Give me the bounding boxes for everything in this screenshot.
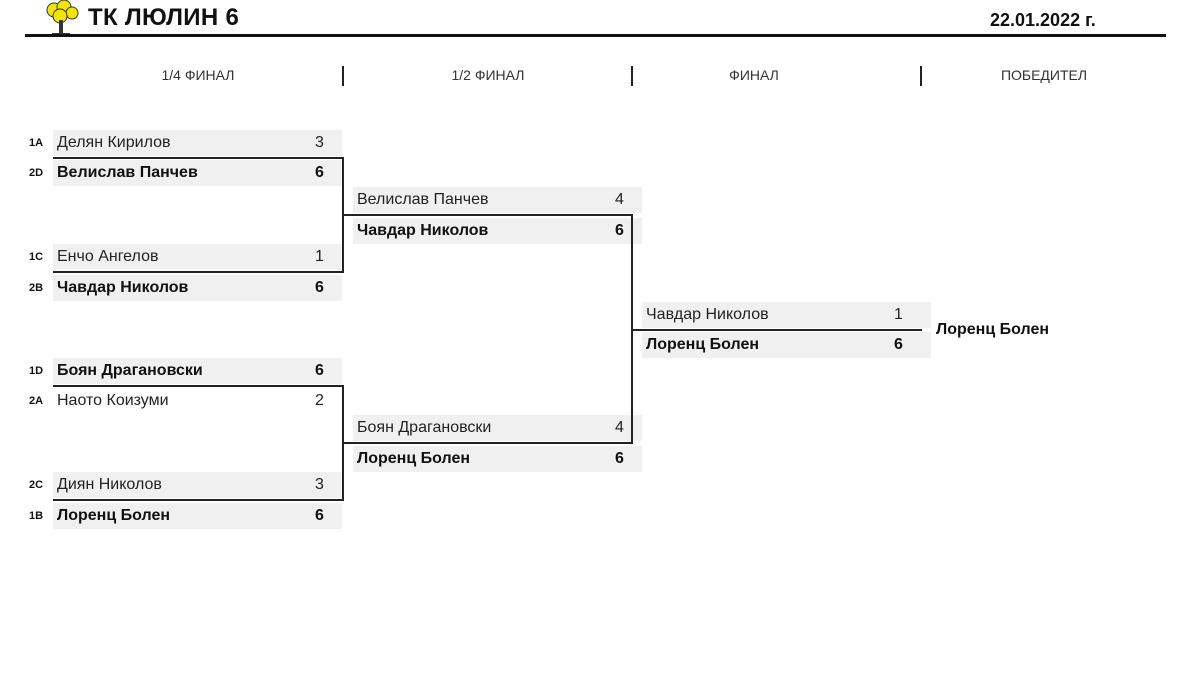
round-separator bbox=[342, 66, 344, 86]
round-label-final: ФИНАЛ bbox=[729, 67, 779, 83]
player-score: 2 bbox=[315, 392, 324, 409]
player-name: Боян Драгановски bbox=[357, 419, 492, 436]
round-separator bbox=[920, 66, 922, 86]
quarterfinal-entry: 2A Наото Коизуми 2 bbox=[29, 388, 342, 414]
player-name: Велислав Панчев bbox=[357, 191, 489, 208]
bracket-connector bbox=[342, 385, 344, 501]
player-score: 6 bbox=[315, 279, 324, 296]
player-score: 6 bbox=[315, 164, 324, 181]
tournament-date: 22.01.2022 г. bbox=[990, 10, 1096, 30]
player-score: 4 bbox=[615, 419, 624, 436]
seed-label: 1C bbox=[29, 251, 44, 263]
bracket-connector bbox=[344, 442, 633, 444]
semifinal-entry: Лоренц Болен 6 bbox=[353, 446, 642, 472]
bracket-connector bbox=[53, 271, 344, 273]
semifinal-entry: Боян Драгановски 4 bbox=[353, 415, 642, 441]
round-label-winner: ПОБЕДИТЕЛ bbox=[1000, 67, 1088, 83]
page-title: ТК ЛЮЛИН 6 bbox=[88, 4, 240, 31]
player-name: Лоренц Болен bbox=[57, 507, 171, 524]
seed-label: 1B bbox=[29, 510, 44, 522]
player-name: Лоренц Болен bbox=[646, 336, 760, 353]
player-score: 6 bbox=[315, 362, 324, 379]
bracket-connector bbox=[53, 157, 344, 159]
player-name: Чавдар Николов bbox=[57, 279, 189, 296]
quarterfinal-entry: 2C Диян Николов 3 bbox=[29, 472, 342, 498]
player-score: 6 bbox=[315, 507, 324, 524]
bracket-connector bbox=[53, 499, 344, 501]
round-separator bbox=[631, 66, 633, 86]
final-entry: Лоренц Болен 6 bbox=[642, 332, 931, 358]
quarterfinal-entry: 2B Чавдар Николов 6 bbox=[29, 275, 342, 301]
player-score: 1 bbox=[315, 248, 324, 265]
champion-name: Лоренц Болен bbox=[936, 321, 1050, 338]
player-score: 6 bbox=[894, 336, 903, 353]
quarterfinal-entry: 1D Боян Драгановски 6 bbox=[29, 358, 342, 384]
bracket-connector bbox=[342, 157, 344, 273]
round-label-quarterfinal: 1/4 ФИНАЛ bbox=[161, 67, 235, 83]
seed-label: 1D bbox=[29, 365, 44, 377]
bracket-connector bbox=[631, 214, 633, 444]
round-label-semifinal: 1/2 ФИНАЛ bbox=[451, 67, 525, 83]
player-name: Чавдар Николов bbox=[357, 222, 489, 239]
player-score: 4 bbox=[615, 191, 624, 208]
seed-label: 1A bbox=[29, 137, 44, 149]
player-score: 6 bbox=[615, 222, 624, 239]
semifinal-entry: Велислав Панчев 4 bbox=[353, 187, 642, 213]
bracket-connector bbox=[633, 329, 922, 331]
player-score: 6 bbox=[615, 450, 624, 467]
player-name: Чавдар Николов bbox=[646, 306, 769, 323]
player-name: Велислав Панчев bbox=[57, 164, 198, 181]
player-score: 1 bbox=[894, 306, 903, 323]
bracket-connector bbox=[344, 214, 633, 216]
bracket-connector bbox=[53, 385, 344, 387]
player-name: Енчо Ангелов bbox=[57, 248, 159, 265]
player-name: Делян Кирилов bbox=[57, 134, 171, 151]
seed-label: 2C bbox=[29, 479, 44, 491]
quarterfinal-entry: 1B Лоренц Болен 6 bbox=[29, 503, 342, 529]
player-name: Боян Драгановски bbox=[57, 362, 203, 379]
player-score: 3 bbox=[315, 476, 324, 493]
seed-label: 2A bbox=[29, 395, 44, 407]
tree-logo-icon bbox=[42, 0, 82, 36]
player-score: 3 bbox=[315, 134, 324, 151]
quarterfinal-entry: 1A Делян Кирилов 3 bbox=[29, 130, 342, 156]
player-name: Лоренц Болен bbox=[357, 450, 471, 467]
quarterfinal-entry: 1C Енчо Ангелов 1 bbox=[29, 244, 342, 270]
final-entry: Чавдар Николов 1 bbox=[642, 302, 931, 328]
player-name: Наото Коизуми bbox=[57, 392, 169, 409]
seed-label: 2D bbox=[29, 167, 44, 179]
semifinal-entry: Чавдар Николов 6 bbox=[353, 218, 642, 244]
player-name: Диян Николов bbox=[57, 476, 162, 493]
header-divider bbox=[25, 34, 1166, 37]
seed-label: 2B bbox=[29, 282, 44, 294]
quarterfinal-entry: 2D Велислав Панчев 6 bbox=[29, 160, 342, 186]
